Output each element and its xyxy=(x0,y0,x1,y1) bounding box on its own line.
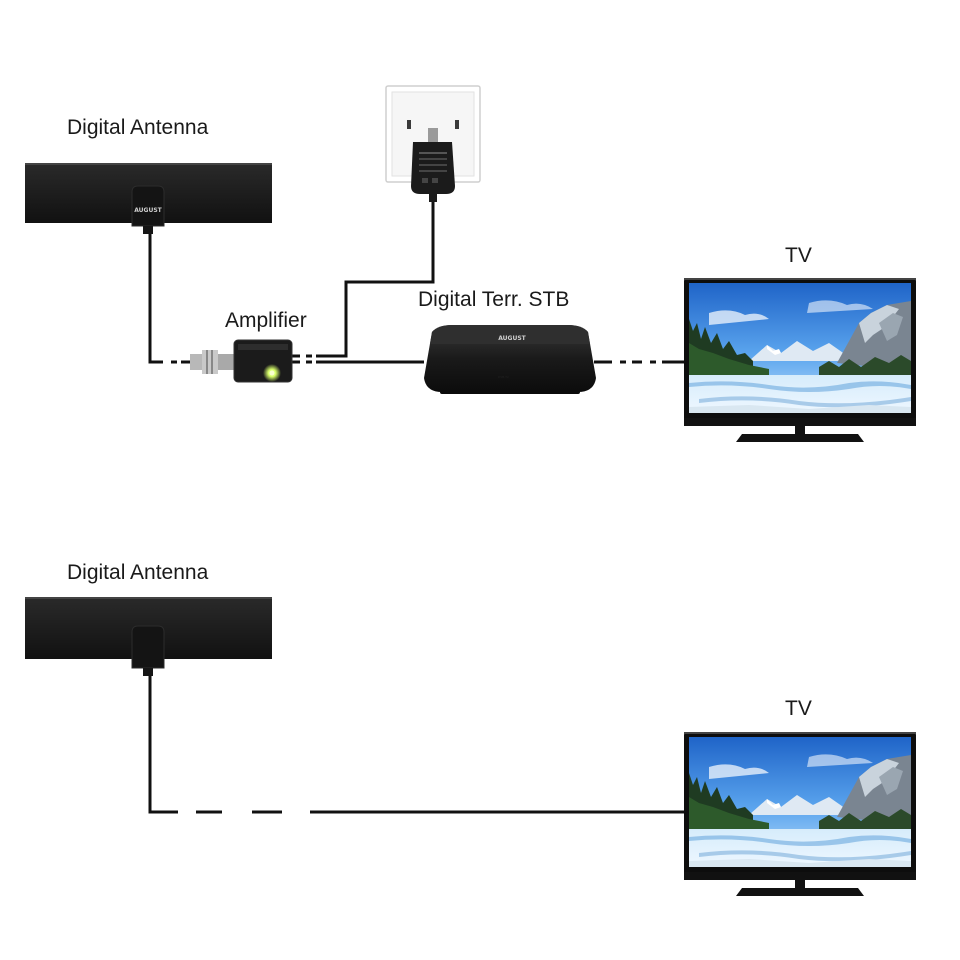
power-adapter xyxy=(411,128,455,202)
bottom-tv-label: TV xyxy=(785,697,812,720)
bottom-tv xyxy=(684,732,916,896)
bottom-antenna xyxy=(25,597,272,676)
amplifier-label: Amplifier xyxy=(225,309,307,332)
top-tv xyxy=(684,278,916,442)
set-top-box: AUGUST DVB-T2 xyxy=(424,325,596,394)
amplifier xyxy=(190,339,293,383)
top-tv-label: TV xyxy=(785,244,812,267)
top-antenna: AUGUST xyxy=(25,163,272,234)
bottom-cable xyxy=(148,672,684,814)
stb-label: Digital Terr. STB xyxy=(418,288,569,311)
top-antenna-label: Digital Antenna xyxy=(67,116,209,139)
top-dash-segments xyxy=(163,354,662,364)
stb-model: DVB-T2 xyxy=(498,375,509,379)
stb-brand: AUGUST xyxy=(498,335,526,342)
top-antenna-badge: AUGUST xyxy=(134,207,162,214)
top-cables xyxy=(148,202,684,364)
bottom-antenna-label: Digital Antenna xyxy=(67,561,209,584)
